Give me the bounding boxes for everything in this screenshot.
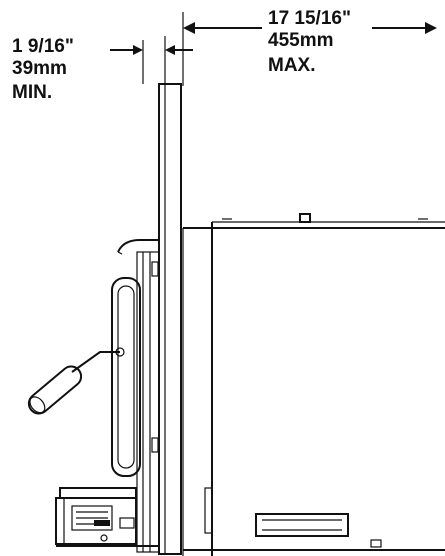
hinge-upper xyxy=(151,261,159,277)
max-depth-metric-label: 455mm xyxy=(268,30,334,51)
base-control-unit xyxy=(55,487,160,547)
min-arrowhead-right xyxy=(165,45,175,55)
top-hook xyxy=(117,239,160,253)
door-glass-inner xyxy=(117,285,135,469)
max-depth-imperial-label: 17 15/16" xyxy=(268,8,351,29)
wall-panel xyxy=(158,83,182,555)
min-clearance-imperial-label: 1 9/16" xyxy=(12,36,74,57)
base-vent xyxy=(71,505,113,531)
wall-panel-outline xyxy=(158,83,182,555)
base-knob xyxy=(100,534,108,542)
top-hook-tip xyxy=(117,251,123,255)
base-connector xyxy=(119,517,135,529)
door-glass-panel xyxy=(111,277,141,477)
max-depth-dimension: 17 15/16" 455mm MAX. xyxy=(182,8,437,86)
door-frame-strip xyxy=(136,251,160,553)
base-top-ledge xyxy=(59,487,137,499)
min-clearance-metric-label: 39mm xyxy=(12,58,67,79)
max-arrowhead-right xyxy=(425,22,437,34)
max-arrowhead-left xyxy=(183,22,195,34)
top-clip xyxy=(299,213,311,223)
bottom-mark xyxy=(370,539,382,548)
bottom-vent-box xyxy=(255,513,349,537)
handle-grip-body xyxy=(27,365,83,415)
base-switch xyxy=(94,520,110,526)
hinge-lower xyxy=(151,437,159,453)
front-base-detail xyxy=(204,487,213,534)
min-clearance-dimension: 1 9/16" 39mm MIN. xyxy=(12,36,193,103)
appliance-body xyxy=(182,213,445,556)
handle-grip-end xyxy=(29,396,46,414)
handle-grip xyxy=(27,365,83,415)
max-depth-qualifier-label: MAX. xyxy=(268,55,316,76)
door-assembly xyxy=(27,239,160,553)
base-housing xyxy=(55,497,137,545)
handle-pivot xyxy=(115,347,125,357)
min-arrowhead-left xyxy=(133,45,143,55)
min-clearance-qualifier-label: MIN. xyxy=(12,82,52,103)
handle-arm xyxy=(71,351,120,373)
